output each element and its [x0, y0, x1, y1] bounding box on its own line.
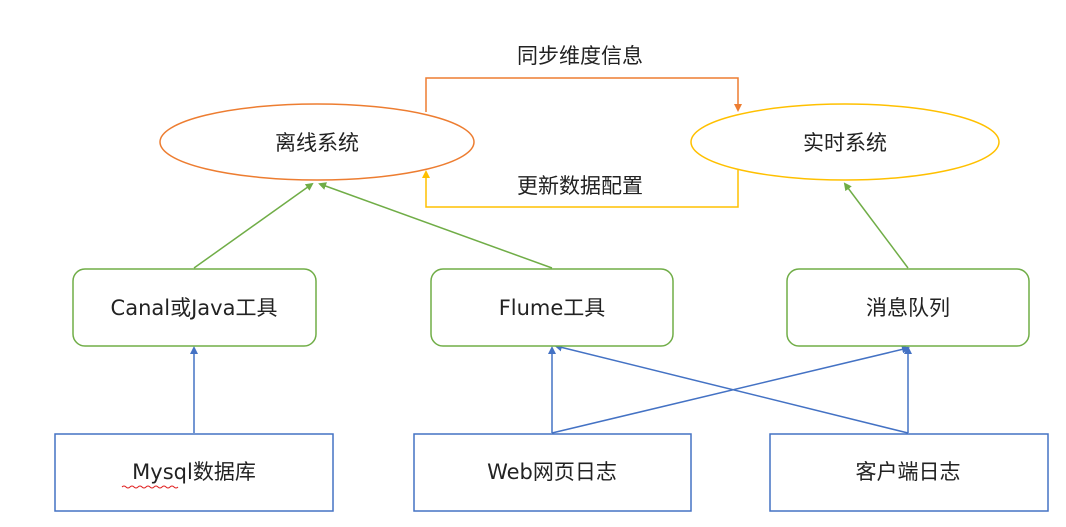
- edge-label-update-config: 更新数据配置: [517, 174, 643, 198]
- node-message-queue-label: 消息队列: [866, 296, 950, 320]
- node-flume-tool-label: Flume工具: [499, 296, 606, 320]
- node-offline-system-label: 离线系统: [275, 131, 359, 155]
- edge-label-sync-dimension: 同步维度信息: [517, 44, 643, 68]
- node-mysql-db-label-rest: 数据库: [193, 460, 256, 484]
- edge-client-to-flume: [554, 343, 909, 434]
- node-web-log-label: Web网页日志: [487, 460, 617, 484]
- node-canal-tool-label: Canal或Java工具: [111, 296, 278, 320]
- edge-web-to-mq: [551, 345, 910, 434]
- node-message-queue[interactable]: 消息队列: [786, 268, 1030, 347]
- edge-update-config: [422, 170, 739, 208]
- edge-flume-to-offline: [318, 182, 553, 269]
- node-offline-system[interactable]: 离线系统: [159, 103, 475, 181]
- node-client-log[interactable]: 客户端日志: [769, 433, 1049, 512]
- node-canal-tool[interactable]: Canal或Java工具: [72, 268, 317, 347]
- node-realtime-system-label: 实时系统: [803, 131, 887, 155]
- node-realtime-system[interactable]: 实时系统: [690, 103, 1000, 181]
- edge-sync-dimension: [425, 77, 742, 112]
- edge-canal-to-offline: [193, 182, 314, 269]
- edge-mq-to-realtime: [843, 182, 909, 269]
- node-web-log[interactable]: Web网页日志: [413, 433, 692, 512]
- node-mysql-db-label-underlined: Mysql: [132, 460, 193, 484]
- node-mysql-db-label: Mysql数据库: [132, 460, 256, 484]
- spellcheck-underline: [121, 485, 179, 489]
- node-flume-tool[interactable]: Flume工具: [430, 268, 674, 347]
- node-mysql-db[interactable]: Mysql数据库: [54, 433, 334, 512]
- node-client-log-label: 客户端日志: [856, 460, 961, 484]
